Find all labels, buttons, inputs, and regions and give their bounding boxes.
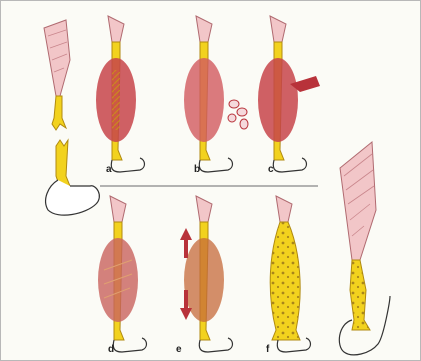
healed-tendon <box>339 142 390 355</box>
stage-a-hematoma: a <box>96 16 145 175</box>
panel-label-c: c <box>268 164 274 175</box>
inflammatory-cells-icon <box>228 100 248 129</box>
panel-label-b: b <box>194 164 200 175</box>
healed-tendon-body-icon <box>350 260 370 330</box>
bone-insertion-icon <box>46 180 100 215</box>
muscle-tip-e-icon <box>196 196 212 222</box>
muscle-tip-b-icon <box>196 16 212 42</box>
stage-b-inflammation: b <box>184 16 248 175</box>
muscle-tip-f-icon <box>276 196 292 222</box>
proximal-tendon-stump-icon <box>52 96 66 130</box>
panel-label-d: d <box>108 344 114 355</box>
ruptured-tendon <box>44 20 99 215</box>
hematoma-b-icon <box>184 58 224 142</box>
panel-label-f: f <box>266 344 270 355</box>
muscle-tip-d-icon <box>110 196 126 222</box>
hematoma-c-icon <box>258 58 298 142</box>
muscle-tip-a-icon <box>108 16 124 42</box>
stage-c-vascularization: c <box>258 16 320 175</box>
repaired-core-a <box>112 70 120 130</box>
healed-muscle-icon <box>340 142 376 260</box>
stage-f-remodeling: f <box>266 196 311 355</box>
panel-label-e: e <box>176 344 182 355</box>
panel-label-a: a <box>106 164 112 175</box>
stage-e-tension: e <box>176 196 233 355</box>
remodeled-tendon-f-icon <box>270 222 300 340</box>
callus-d-icon <box>98 238 138 322</box>
muscle-tip-c-icon <box>270 16 286 42</box>
stage-d-callus: d <box>98 196 147 355</box>
